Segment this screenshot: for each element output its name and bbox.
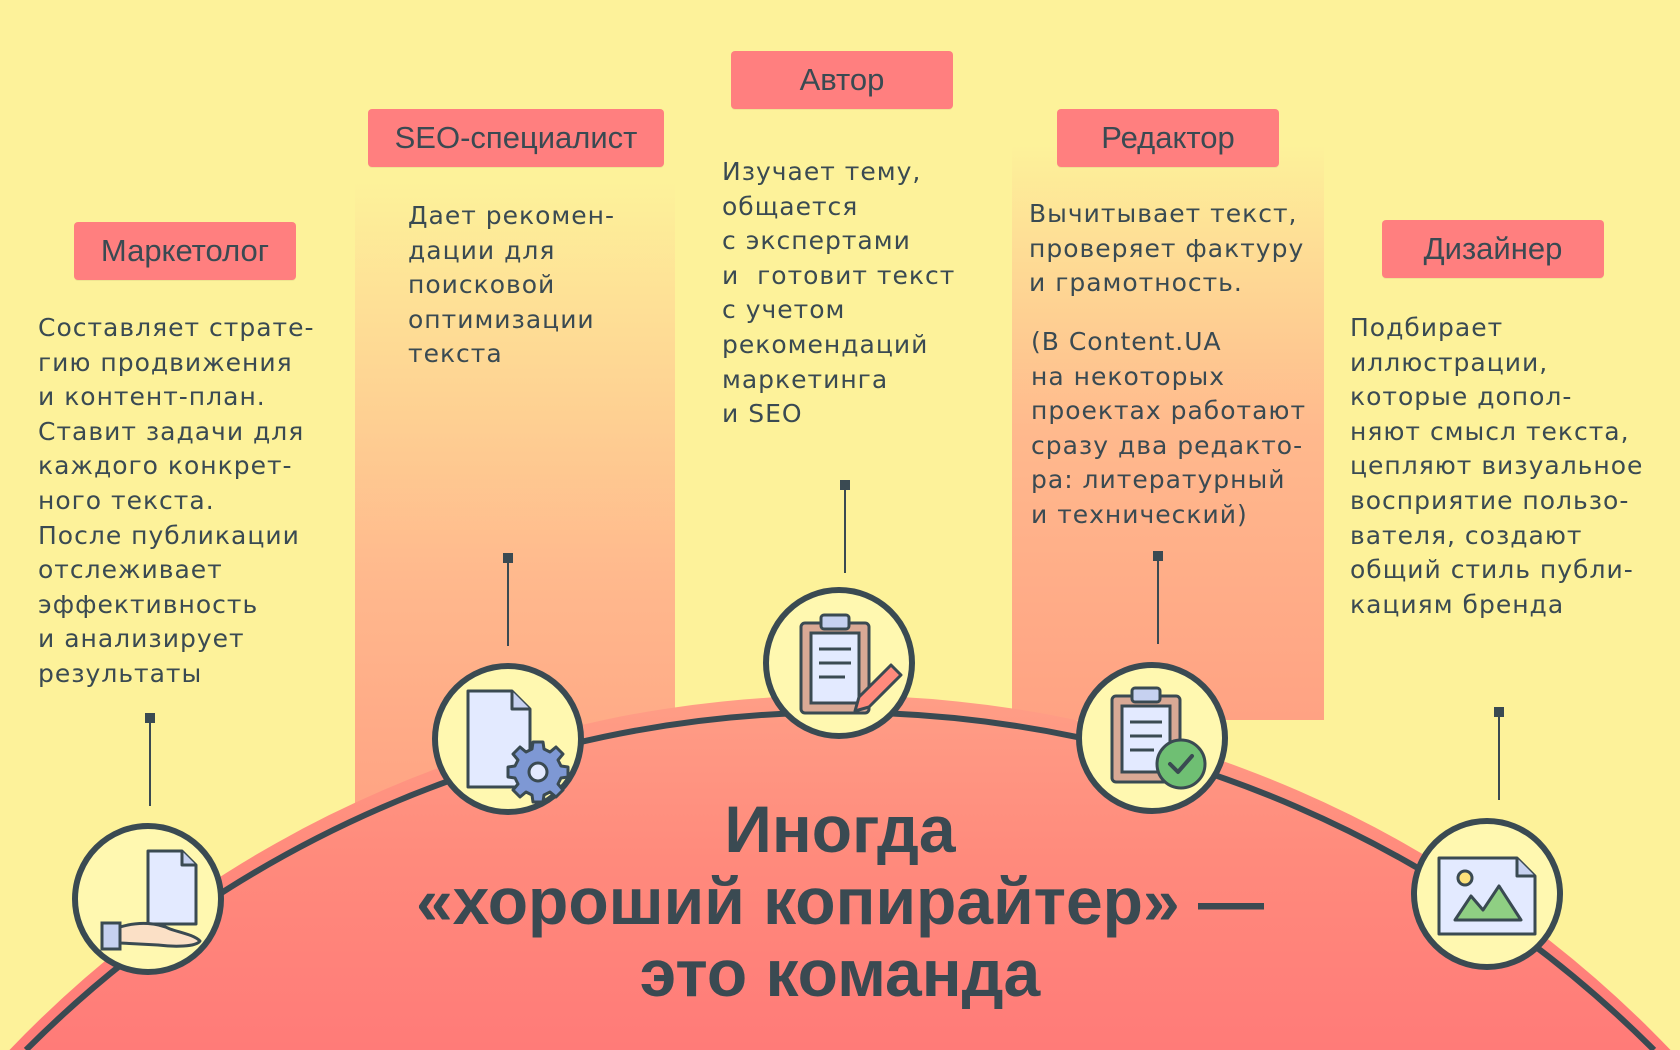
headline-line-3: это команда bbox=[639, 936, 1041, 1010]
connector-line bbox=[149, 718, 151, 806]
icon-circle-editor bbox=[1076, 662, 1228, 814]
hand-document-icon bbox=[100, 849, 202, 951]
connector-line bbox=[844, 485, 846, 573]
headline-line-1: Иногда bbox=[724, 792, 956, 866]
icon-circle-marketer bbox=[72, 823, 224, 975]
label-seo-specialist: SEO-специалист bbox=[368, 109, 664, 167]
clipboard-pencil-icon bbox=[799, 613, 903, 715]
label-editor: Редактор bbox=[1057, 109, 1279, 167]
label-marketer: Маркетолог bbox=[74, 222, 296, 280]
label-designer: Дизайнер bbox=[1382, 220, 1604, 278]
connector-line bbox=[1157, 556, 1159, 644]
note-editor: (В Content.UA на некоторых проектах рабо… bbox=[1031, 327, 1307, 529]
description-author: Изучает тему, общается с экспертами и го… bbox=[722, 157, 956, 429]
headline-line-2: «хороший копирайтер» — bbox=[415, 864, 1265, 938]
description-designer: Подбирает иллюстрации, которые допол- ня… bbox=[1350, 313, 1644, 619]
connector-line bbox=[507, 558, 509, 646]
label-author: Автор bbox=[731, 51, 953, 109]
icon-circle-author bbox=[763, 587, 915, 739]
image-icon bbox=[1437, 856, 1537, 936]
document-gear-icon bbox=[466, 689, 570, 804]
description-marketer: Составляет страте- гию продвижения и кон… bbox=[38, 313, 315, 688]
dome-fill bbox=[9, 695, 1671, 1050]
description-editor: Вычитывает текст, проверяет фактуру и гр… bbox=[1029, 199, 1305, 298]
icon-circle-designer bbox=[1411, 818, 1563, 970]
description-seo-specialist: Дает рекомен- дации для поисковой оптими… bbox=[408, 201, 615, 369]
connector-line bbox=[1498, 712, 1500, 800]
clipboard-check-icon bbox=[1110, 686, 1207, 790]
headline: Иногда «хороший копирайтер» — это команд… bbox=[340, 793, 1340, 1009]
icon-circle-seo-specialist bbox=[432, 663, 584, 815]
